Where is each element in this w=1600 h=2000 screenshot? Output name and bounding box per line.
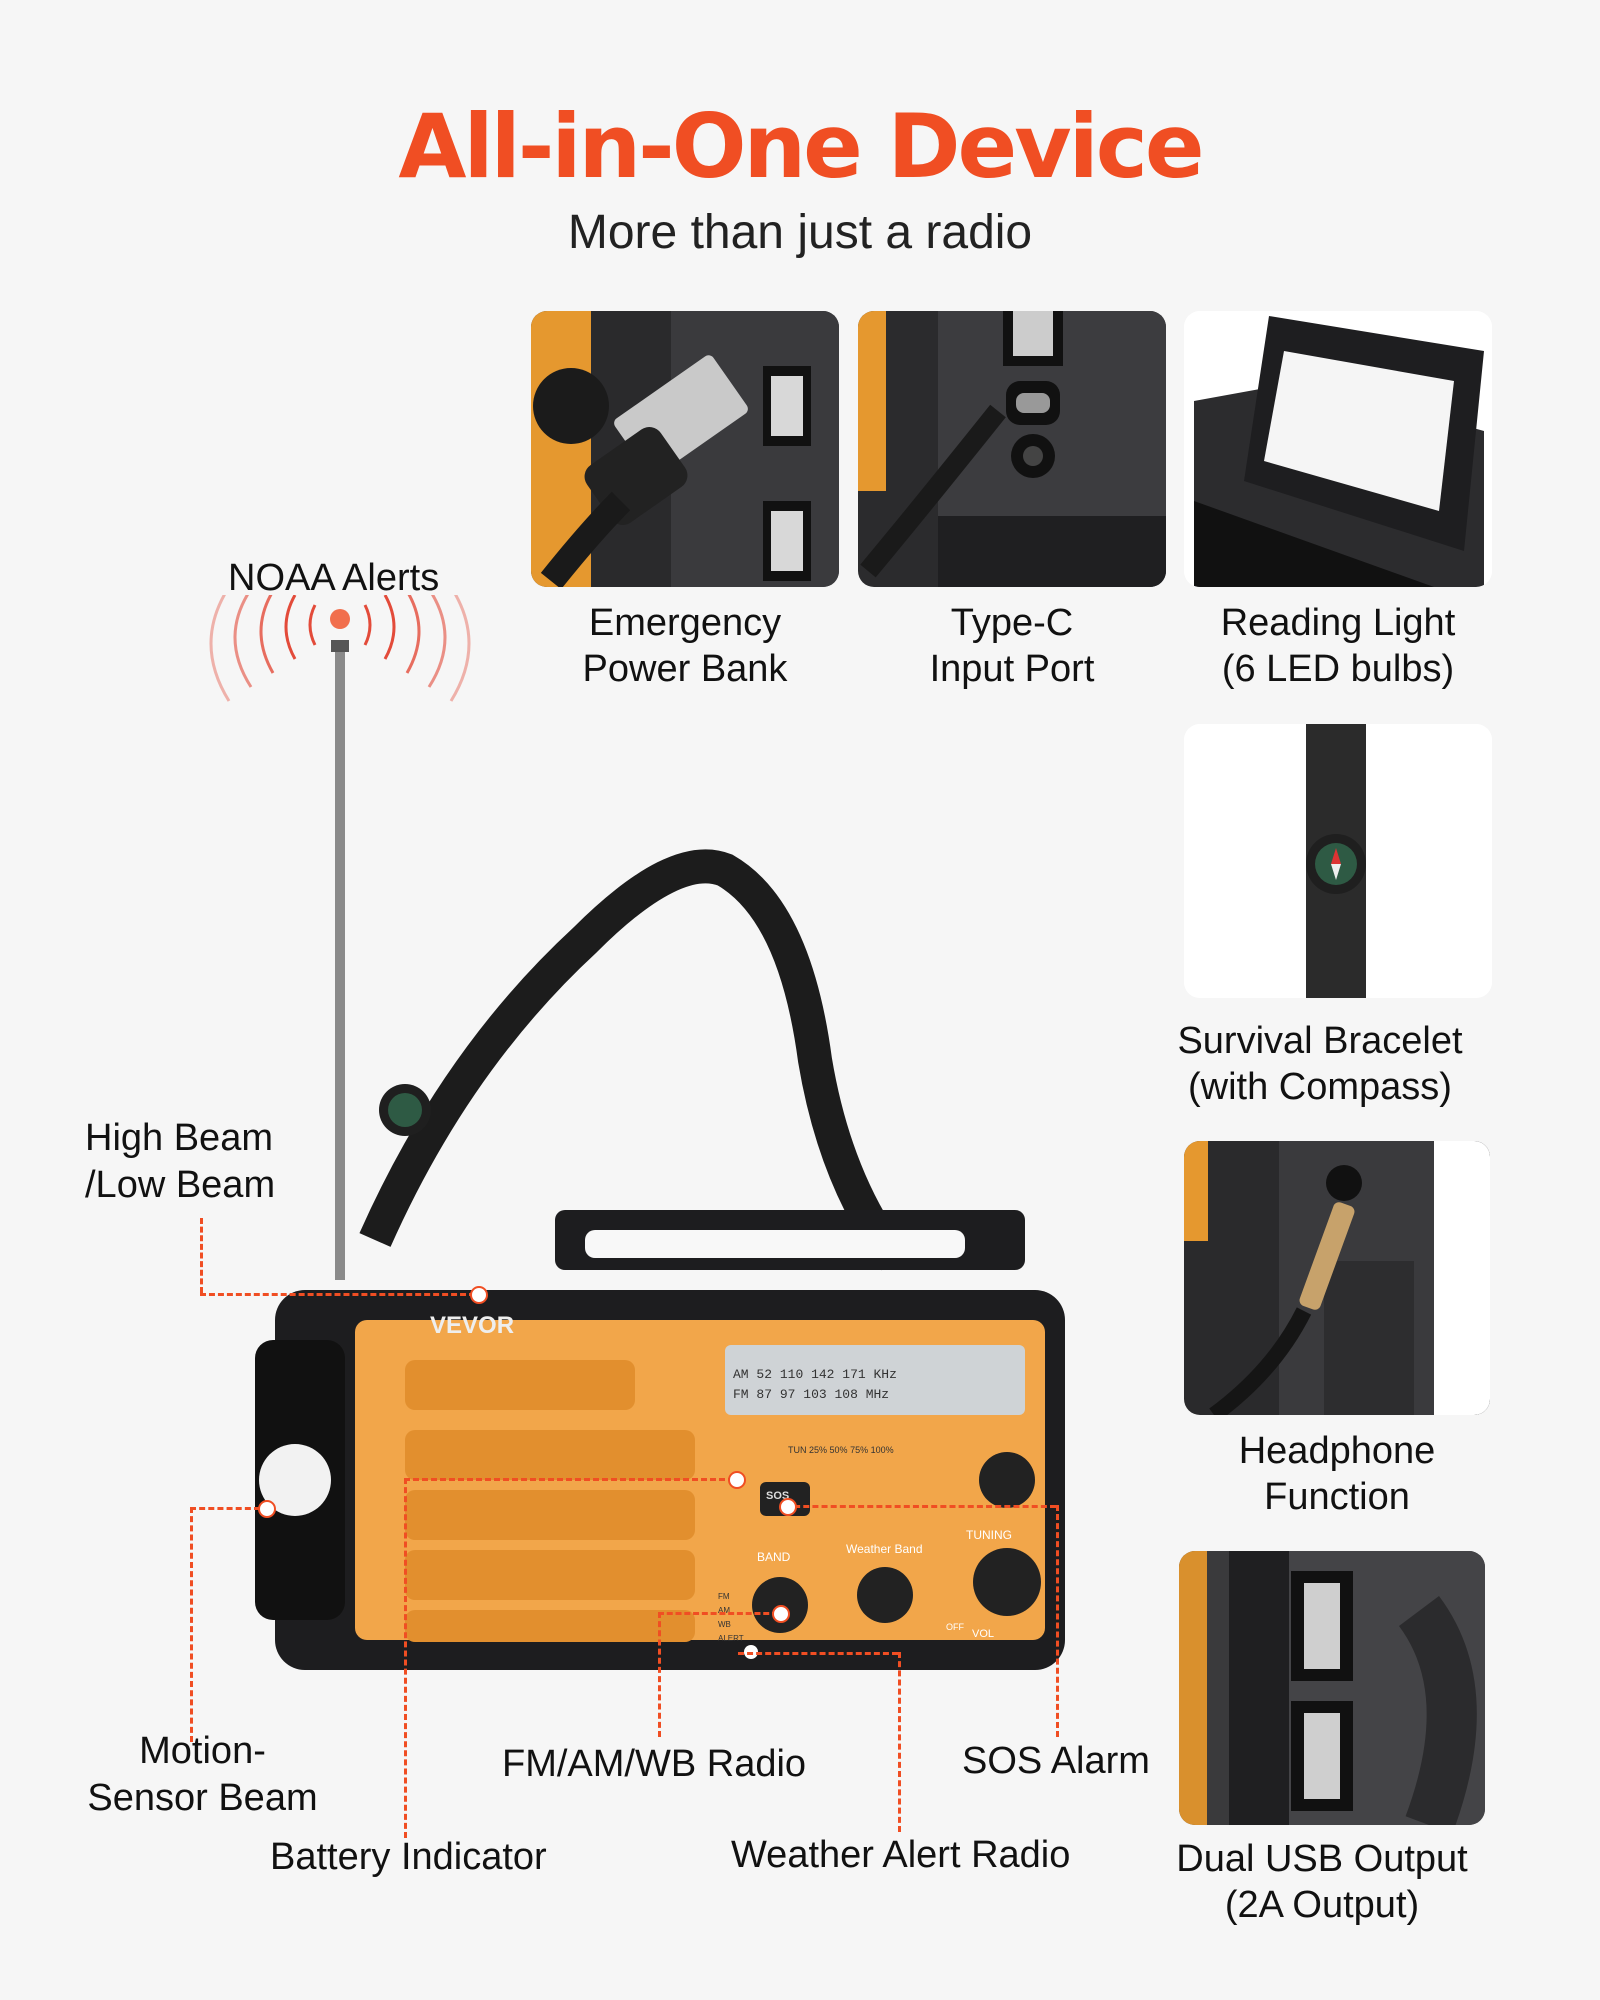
power-bank-image (531, 311, 839, 587)
reading-light-caption: Reading Light(6 LED bulbs) (1220, 602, 1456, 690)
weather-leader-line (898, 1652, 901, 1832)
vol-label: VOL (972, 1628, 995, 1640)
radio-marker (772, 1605, 790, 1623)
battery-leader-line-h (404, 1478, 734, 1481)
page-title: All-in-One Device (398, 95, 1204, 198)
weather-leader-line-h (738, 1652, 898, 1655)
dual-usb-image (1179, 1551, 1485, 1825)
band-label: BAND (757, 1550, 791, 1564)
off-label: OFF (946, 1622, 964, 1632)
motion-sensor-label: Motion-Sensor Beam (87, 1730, 318, 1819)
battery-indicator-row: TUN 25% 50% 75% 100% (788, 1445, 894, 1455)
motion-leader-line (190, 1507, 193, 1742)
page-subtitle: More than just a radio (567, 206, 1033, 259)
battery-leader-line (404, 1478, 407, 1838)
weather-alert-radio-label: Weather Alert Radio (731, 1834, 1071, 1876)
sos-marker (779, 1498, 797, 1516)
type-c-image (858, 311, 1166, 587)
motion-marker (258, 1500, 276, 1518)
sos-leader-line-h (785, 1505, 1056, 1508)
tuning-label: TUNING (966, 1528, 1012, 1542)
bracelet-caption: Survival Bracelet(with Compass) (1177, 1020, 1463, 1108)
motion-leader-line-h (190, 1507, 260, 1510)
reading-light-image (1184, 311, 1492, 587)
weather-band-knob[interactable] (857, 1568, 913, 1624)
radio-leader-line (658, 1612, 661, 1737)
brand-logo: VEVOR (430, 1312, 515, 1339)
dial-scale: AM 52 110 142 171 KHz FM 87 97 103 108 M… (733, 1367, 897, 1402)
sos-leader-line (1056, 1505, 1059, 1737)
signal-waves-icon (209, 595, 471, 702)
beam-leader-line (200, 1218, 203, 1293)
dual-usb-caption: Dual USB Output(2A Output) (1176, 1838, 1468, 1926)
beam-leader-line-h (200, 1293, 475, 1296)
sos-alarm-label: SOS Alarm (962, 1740, 1150, 1782)
fm-am-wb-radio-label: FM/AM/WB Radio (502, 1743, 807, 1785)
radio-device (255, 640, 1065, 1670)
headphone-image (1184, 1141, 1490, 1415)
battery-indicator-label: Battery Indicator (270, 1836, 547, 1878)
battery-marker (728, 1471, 746, 1489)
radio-leader-line-h (658, 1612, 778, 1615)
volume-knob[interactable] (1010, 1560, 1070, 1620)
beam-marker (470, 1286, 488, 1304)
high-low-beam-label: High Beam/Low Beam (85, 1117, 276, 1206)
noaa-alerts-label: NOAA Alerts (228, 557, 440, 599)
weather-band-label: Weather Band (846, 1542, 923, 1556)
bracelet-image (1184, 724, 1492, 998)
